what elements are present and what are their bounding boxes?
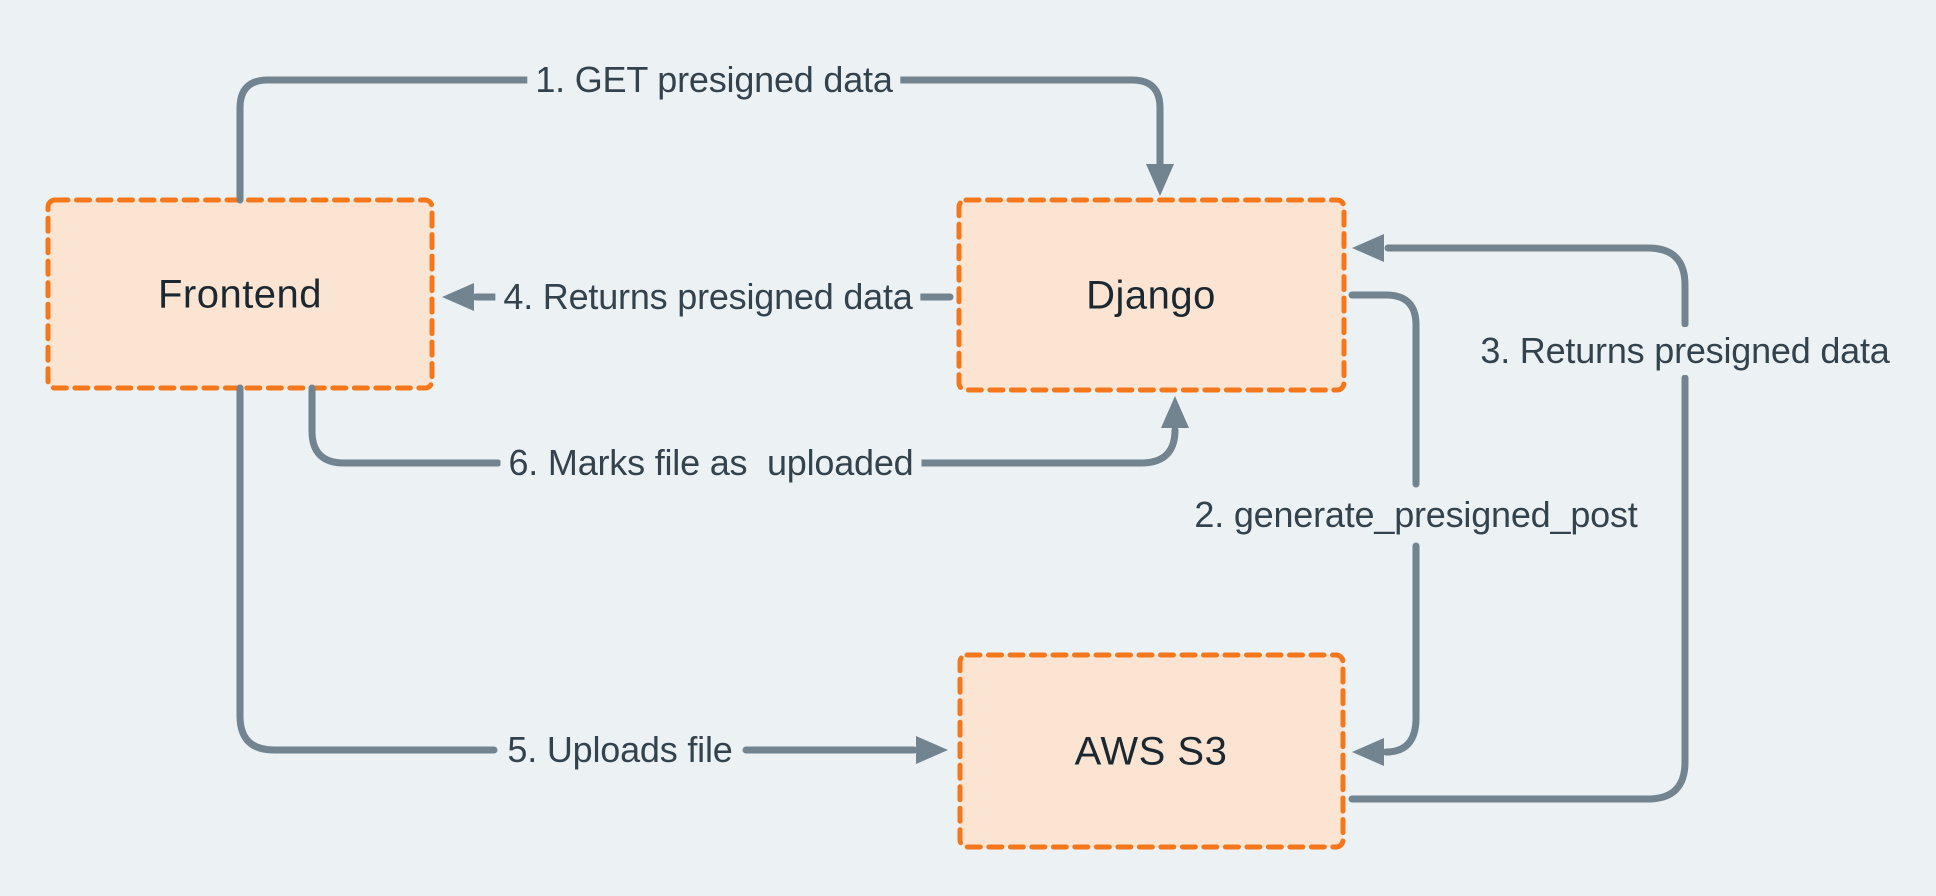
edge-3-label: 3. Returns presigned data xyxy=(1472,327,1898,375)
edge-3-line-end xyxy=(1384,244,1689,328)
edge-6-arrowhead-up-icon xyxy=(1161,396,1189,428)
edge-5-line-start xyxy=(236,384,498,754)
edge-1-line-start xyxy=(236,76,540,204)
edge-2-arrowhead-left-icon xyxy=(1352,738,1384,766)
edge-4-arrowhead-left-icon xyxy=(442,283,474,311)
edge-6-line-end xyxy=(918,426,1179,467)
django-node-label: Django xyxy=(1086,273,1216,318)
aws-s3-node-label: AWS S3 xyxy=(1074,729,1228,774)
aws-s3-node-box xyxy=(957,652,1346,850)
edge-3-arrowhead-left-icon xyxy=(1352,234,1384,262)
edge-1-line-end xyxy=(888,76,1164,170)
edge-5-arrowhead-right-icon xyxy=(916,736,948,764)
edge-2-line-start xyxy=(1348,291,1420,488)
edge-1-label: 1. GET presigned data xyxy=(527,56,901,104)
frontend-node-label: Frontend xyxy=(157,272,323,317)
edge-2-line-end xyxy=(1382,542,1420,756)
edge-3-line-start xyxy=(1348,374,1689,803)
edge-6-label: 6. Marks file as uploaded xyxy=(500,439,922,487)
edge-1-arrowhead-down-icon xyxy=(1146,164,1174,196)
edge-6-line-start xyxy=(308,384,502,467)
edge-4-label: 4. Returns presigned data xyxy=(495,273,921,321)
edge-5-label: 5. Uploads file xyxy=(499,726,741,774)
django-node-box xyxy=(956,197,1347,393)
edge-2-label: 2. generate_presigned_post xyxy=(1186,491,1646,539)
